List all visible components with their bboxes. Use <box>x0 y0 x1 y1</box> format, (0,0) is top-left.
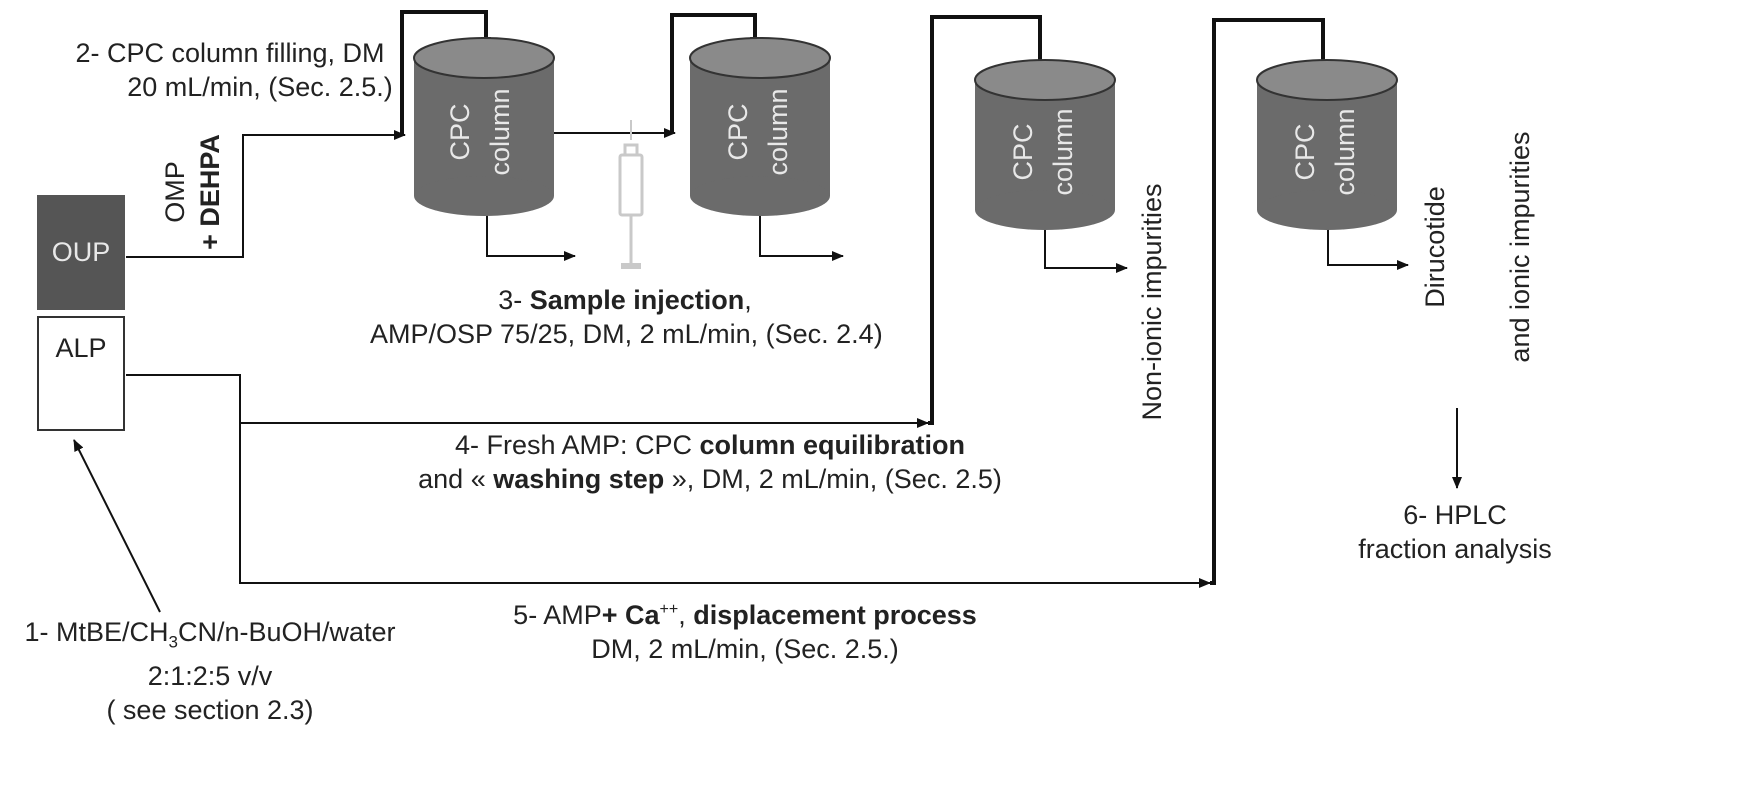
step-5-bold1: + Ca <box>601 600 660 630</box>
cpc-column-2 <box>689 37 831 216</box>
step-6-label: 6- HPLC fraction analysis <box>1320 498 1590 566</box>
step-6-line1: 6- HPLC <box>1403 500 1507 530</box>
step-5-sup: ++ <box>659 601 679 618</box>
oup-box: OUP <box>37 195 125 310</box>
outlet-column4 <box>1327 228 1409 270</box>
step-5-line2: DM, 2 mL/min, (Sec. 2.5.) <box>591 634 899 664</box>
dehpa-label: + DEHPA <box>195 134 225 250</box>
step-6-line2: fraction analysis <box>1358 534 1552 564</box>
flow-line-column2-inlet <box>670 13 760 133</box>
solvent-arrow <box>73 439 161 613</box>
oup-label: OUP <box>51 237 111 267</box>
step-4-line2-bold: washing step <box>493 464 665 494</box>
step-4-line2-suffix: », DM, 2 mL/min, (Sec. 2.5) <box>664 464 1002 494</box>
step-1-post: CN/n-BuOH/water <box>177 617 396 647</box>
flow-line-column1-inlet <box>400 10 491 135</box>
cpc-column-3 <box>974 59 1116 230</box>
step-1-line3: ( see section 2.3) <box>106 695 314 726</box>
flow-line-alp-to-column4 <box>239 423 1211 588</box>
outlet-column2 <box>759 215 844 261</box>
alp-label: ALP <box>55 333 107 363</box>
dirucotide-label-line1: Dirucotide <box>1420 186 1450 308</box>
step-2-line2: 20 mL/min, (Sec. 2.5.) <box>127 72 393 102</box>
column-4-line1: CPC <box>1290 123 1320 181</box>
flow-line-alp-to-column3 <box>126 374 929 428</box>
step-5-prefix: 5- AMP <box>513 600 602 630</box>
step-4-line2-prefix: and « <box>418 464 494 494</box>
column-1-label: CPC column <box>425 75 545 195</box>
omp-label: OMP <box>160 161 190 223</box>
step-1-label: 1- MtBE/CH3CN/n-BuOH/water 2:1:2:5 v/v (… <box>0 615 420 727</box>
step-1-pre: 1- MtBE/CH <box>24 617 169 647</box>
column-3-line1: CPC <box>1008 123 1038 181</box>
flow-line-oup-to-column1 <box>126 130 406 258</box>
step-5-label: 5- AMP+ Ca++, displacement process DM, 2… <box>480 593 1010 666</box>
step-4-label: 4- Fresh AMP: CPC column equilibration a… <box>390 428 1030 496</box>
column-3-line2: column <box>1048 108 1078 196</box>
column-2-line1: CPC <box>723 103 753 161</box>
column-2-line2: column <box>763 88 793 176</box>
column-1-line2: column <box>485 88 515 176</box>
cpc-column-4 <box>1256 59 1398 230</box>
cpc-column-1 <box>413 37 555 216</box>
step-2-line1: 2- CPC column filling, DM <box>75 38 385 68</box>
column-2-label: CPC column <box>703 75 823 195</box>
step-2-label: 2- CPC column filling, DM 20 mL/min, (Se… <box>50 36 410 104</box>
column-3-label: CPC column <box>988 100 1108 210</box>
column-1-line1: CPC <box>445 103 475 161</box>
outlet-column3 <box>1044 228 1128 273</box>
step-3-prefix: 3- <box>498 285 530 315</box>
alp-box: ALP <box>37 316 125 431</box>
step-3-label: 3- Sample injection, AMP/OSP 75/25, DM, … <box>370 283 883 351</box>
step-1-line2: 2:1:2:5 v/v <box>147 661 273 692</box>
syringe-icon <box>618 120 644 269</box>
column-4-line2: column <box>1330 108 1360 196</box>
dirucotide-label-line2: and ionic impurities <box>1505 131 1535 363</box>
step-3-line2: AMP/OSP 75/25, DM, 2 mL/min, (Sec. 2.4) <box>370 319 883 349</box>
step-3-bold: Sample injection <box>529 285 745 315</box>
flow-line-column4-inlet <box>1210 18 1328 585</box>
column-4-label: CPC column <box>1270 100 1390 210</box>
step-5-bold2: displacement process <box>693 600 977 630</box>
step-5-mid: , <box>678 600 694 630</box>
step-3-suffix: , <box>744 285 752 315</box>
non-ionic-impurities-label: Non-ionic impurities <box>1137 183 1167 421</box>
outlet-column1 <box>486 215 576 261</box>
step-1-sub: 3 <box>168 632 178 652</box>
step-4-bold: column equilibration <box>699 430 966 460</box>
step-4-prefix: 4- Fresh AMP: CPC <box>454 430 700 460</box>
flow-line-column3-inlet <box>928 15 1045 425</box>
